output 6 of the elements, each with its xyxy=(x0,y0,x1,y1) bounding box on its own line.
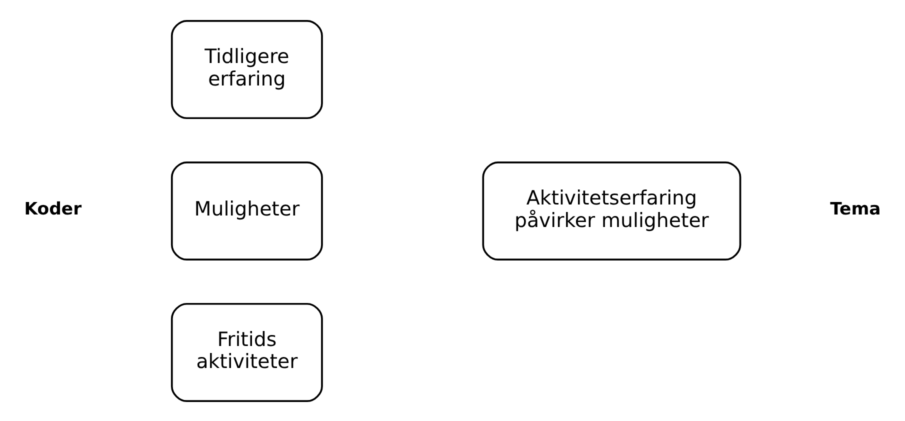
node-box: Fritids aktiviteter xyxy=(170,302,322,402)
label: Tema xyxy=(830,198,880,219)
node-box: Tidligere erfaring xyxy=(170,20,322,119)
node-box: Muligheter xyxy=(170,160,322,260)
node-box: Aktivitetserfaring påvirker muligheter xyxy=(482,160,741,260)
label: Koder xyxy=(24,198,82,219)
